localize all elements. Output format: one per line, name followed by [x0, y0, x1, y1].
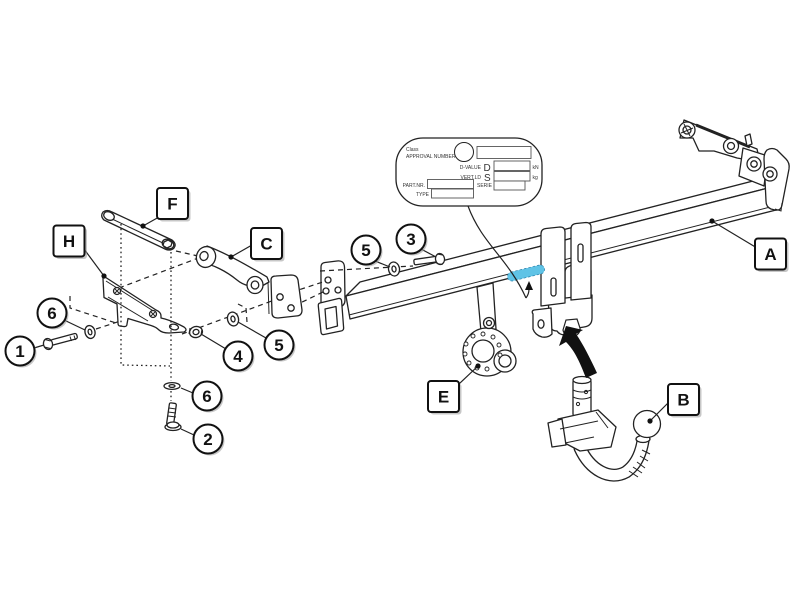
bracket-f	[101, 209, 176, 251]
svg-text:A: A	[764, 245, 776, 264]
bracket-e	[462, 282, 517, 377]
washer-5-left	[226, 311, 240, 327]
alignment-lines-dotted	[120, 224, 172, 401]
callout-4: 4	[200, 333, 255, 373]
washer-6-left	[84, 324, 96, 340]
callout-H: H	[52, 224, 107, 279]
svg-text:C: C	[260, 235, 272, 254]
callout-6-left: 6	[36, 297, 86, 331]
callout-6-bottom: 6	[180, 380, 224, 413]
callout-5-mid: 5	[350, 234, 391, 268]
crossbar-left-end	[317, 260, 346, 336]
plate-class-label: Class	[406, 147, 419, 153]
plate-kn-unit: kN	[533, 165, 540, 171]
sticker-highlight	[507, 264, 545, 282]
id-plate: Class APPROVAL NUMBER D-VALUE D kN VERT.…	[395, 137, 543, 207]
svg-text:H: H	[63, 232, 75, 251]
washer-5-mid	[387, 261, 401, 277]
insert-arrow	[559, 326, 597, 378]
nut-4	[188, 325, 204, 339]
callout-1: 1	[4, 335, 45, 368]
receiver-bracket	[531, 221, 593, 338]
plate-vertld-label: VERT.LD	[461, 175, 482, 181]
svg-text:1: 1	[15, 342, 24, 361]
plate-pointer	[467, 205, 533, 299]
callout-F: F	[140, 187, 191, 229]
right-end-bracket	[678, 119, 790, 212]
callout-E: E	[427, 363, 481, 415]
svg-text:6: 6	[47, 304, 56, 323]
callout-B: B	[647, 383, 702, 424]
bracket-h	[102, 275, 187, 334]
callout-C: C	[228, 227, 285, 262]
plate-approval-label: APPROVAL NUMBER	[406, 154, 456, 160]
svg-text:F: F	[167, 195, 177, 214]
svg-text:5: 5	[361, 241, 370, 260]
svg-text:E: E	[438, 388, 449, 407]
plate-type-label: TYPE	[416, 192, 430, 198]
callout-2: 2	[180, 423, 225, 456]
callout-A: A	[709, 218, 789, 272]
bracket-c	[195, 245, 303, 319]
washer-6-bottom	[163, 381, 181, 391]
towball	[547, 375, 662, 482]
svg-text:5: 5	[274, 336, 283, 355]
svg-text:B: B	[677, 391, 689, 410]
plate-d-symbol: D	[484, 163, 491, 174]
bolt-1	[42, 332, 78, 351]
bolt-2	[164, 402, 182, 432]
bolt-3	[413, 252, 446, 266]
plate-partnr-label: PART.NR.	[403, 183, 425, 189]
svg-text:3: 3	[406, 230, 415, 249]
svg-text:6: 6	[202, 387, 211, 406]
svg-text:4: 4	[233, 347, 243, 366]
callout-3: 3	[395, 223, 437, 258]
svg-text:2: 2	[203, 430, 212, 449]
flange-holes	[462, 331, 503, 372]
plate-dvalue-label: D-VALUE	[460, 165, 482, 171]
plate-s-symbol: S	[484, 173, 491, 184]
callout-5-left: 5	[237, 321, 296, 362]
plate-serie-label: SERIE	[477, 183, 493, 189]
plate-kg-unit: kg	[533, 175, 539, 181]
